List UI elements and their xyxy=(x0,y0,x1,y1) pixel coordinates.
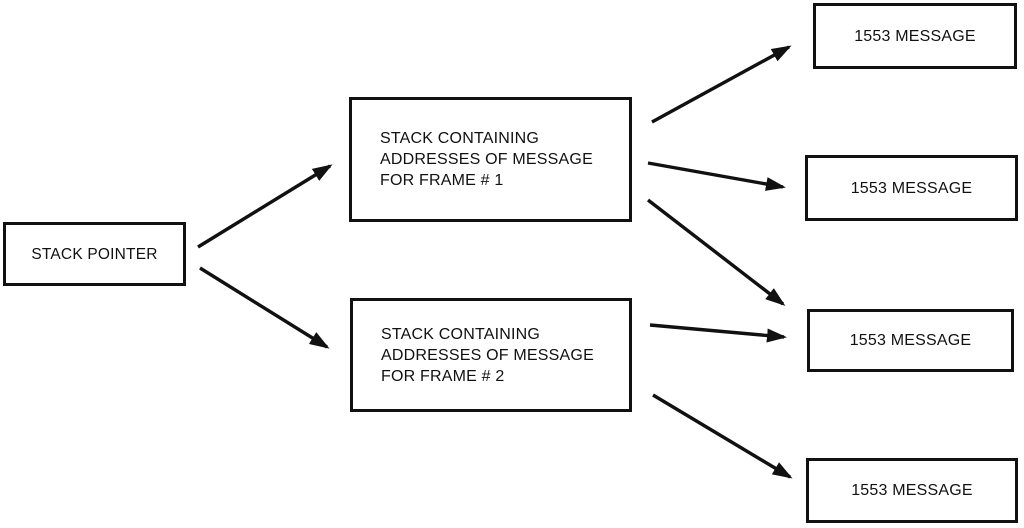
stack-pointer-label: STACK POINTER xyxy=(31,245,158,263)
message-box-3: 1553 MESSAGE xyxy=(807,309,1014,372)
frame2-stack-label: STACK CONTAINING ADDRESSES OF MESSAGE FO… xyxy=(381,325,594,385)
arrow-stack-pointer-to-frame2-stack xyxy=(199,266,330,349)
arrow-frame2-stack-to-message-4 xyxy=(652,393,793,479)
message-box-1: 1553 MESSAGE xyxy=(813,3,1017,69)
frame2-stack-box: STACK CONTAINING ADDRESSES OF MESSAGE FO… xyxy=(350,298,632,412)
message-box-2-label: 1553 MESSAGE xyxy=(850,179,973,197)
arrow-frame1-stack-to-message-1 xyxy=(651,45,792,124)
message-box-1-label: 1553 MESSAGE xyxy=(854,27,976,45)
message-box-4: 1553 MESSAGE xyxy=(806,458,1018,523)
arrow-frame1-stack-to-message-2 xyxy=(647,161,786,191)
arrow-stack-pointer-to-frame1-stack xyxy=(197,164,333,249)
arrow-frame1-stack-to-message-3 xyxy=(646,198,786,306)
frame1-stack-label: STACK CONTAINING ADDRESSES OF MESSAGE FO… xyxy=(380,130,593,189)
frame1-stack-box: STACK CONTAINING ADDRESSES OF MESSAGE FO… xyxy=(349,97,632,222)
message-box-3-label: 1553 MESSAGE xyxy=(849,332,972,349)
message-box-4-label: 1553 MESSAGE xyxy=(851,482,973,499)
message-box-2: 1553 MESSAGE xyxy=(805,155,1018,221)
stack-pointer-box: STACK POINTER xyxy=(3,222,186,286)
arrow-frame2-stack-to-message-3 xyxy=(649,323,787,343)
